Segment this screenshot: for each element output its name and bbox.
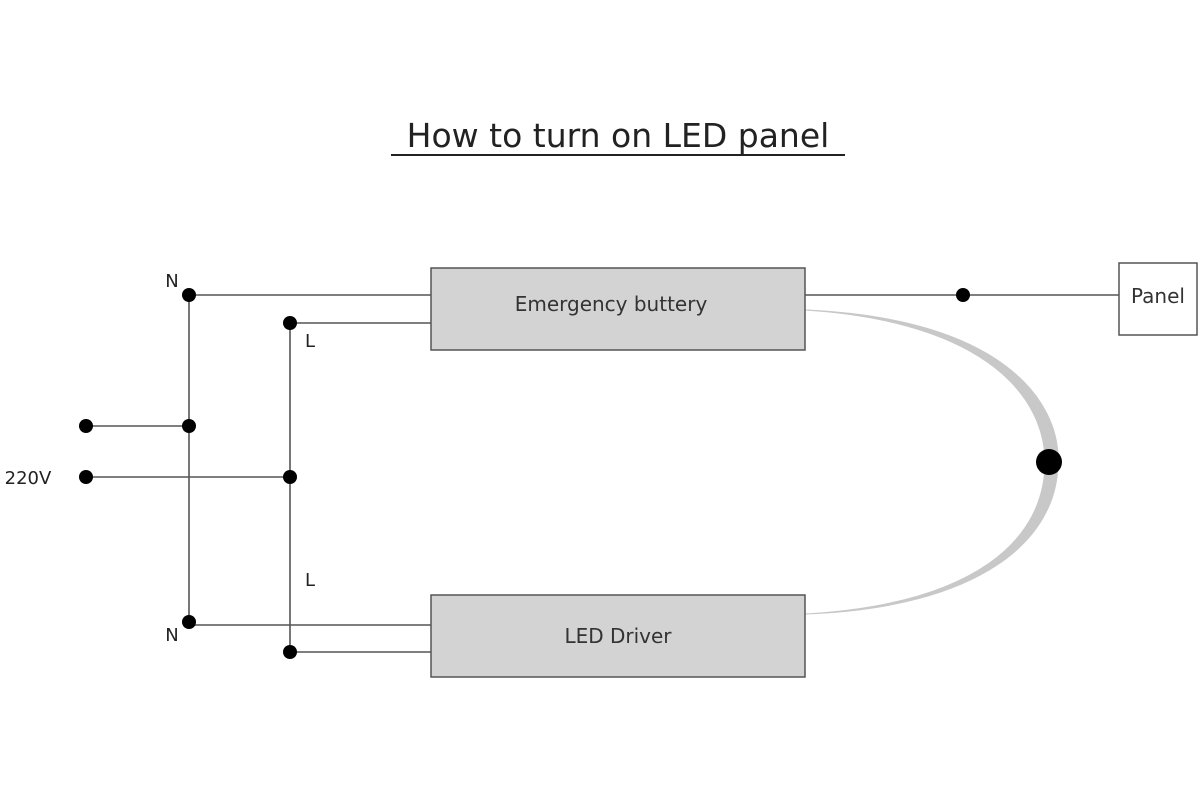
emergency-battery-label: Emergency buttery bbox=[515, 292, 708, 316]
junction-dot bbox=[182, 419, 196, 433]
junction-dot bbox=[182, 288, 196, 302]
input-terminal-dot bbox=[79, 419, 93, 433]
label-l-bottom: L bbox=[305, 570, 315, 591]
diagram-title: How to turn on LED panel bbox=[407, 116, 830, 155]
emergency-battery-box bbox=[430, 267, 806, 351]
arc-junction-dot bbox=[1036, 449, 1062, 475]
junction-dot bbox=[956, 288, 970, 302]
label-voltage: 220V bbox=[5, 468, 52, 489]
junction-dot bbox=[283, 316, 297, 330]
led-driver-label: LED Driver bbox=[564, 624, 672, 648]
connection-arc bbox=[804, 309, 1059, 615]
junction-dot bbox=[283, 470, 297, 484]
junction-dot bbox=[283, 645, 297, 659]
label-n-top: N bbox=[165, 271, 178, 292]
input-terminal-dot bbox=[79, 470, 93, 484]
panel-box bbox=[1118, 262, 1198, 336]
panel-label: Panel bbox=[1131, 284, 1185, 308]
led-driver-box bbox=[430, 594, 806, 678]
label-n-bottom: N bbox=[165, 625, 178, 646]
junction-dot bbox=[182, 615, 196, 629]
label-l-top: L bbox=[305, 331, 315, 352]
